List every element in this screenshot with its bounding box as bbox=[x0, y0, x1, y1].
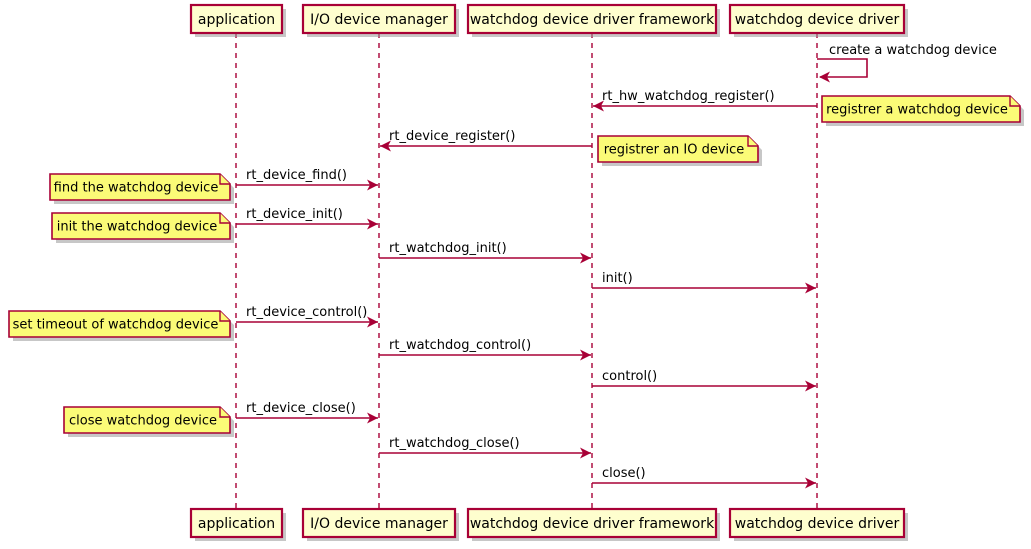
arrow-head-rt-watchdog-close bbox=[580, 447, 591, 459]
arrow-head-init bbox=[805, 282, 816, 294]
participant-box bbox=[466, 3, 718, 35]
arrow-head-close bbox=[805, 477, 816, 489]
note-fold-corner-icon bbox=[219, 407, 230, 418]
note-fold-corner-icon bbox=[1009, 96, 1020, 107]
note-set-timeout-watchdog-device-label: set timeout of watchdog device bbox=[13, 318, 219, 333]
arrow-head-rt-device-control bbox=[367, 316, 378, 328]
note-find-watchdog-device: find the watchdog device bbox=[49, 173, 234, 204]
header-watchdog-driver-label: watchdog device driver bbox=[735, 12, 900, 28]
message-rt-hw-watchdog-register[interactable]: rt_hw_watchdog_register() bbox=[593, 89, 817, 112]
participant-box bbox=[189, 507, 284, 539]
arrow-head-rt-device-find bbox=[367, 179, 378, 191]
message-rt-device-init[interactable]: rt_device_init() bbox=[236, 207, 378, 230]
participant-box bbox=[728, 507, 906, 539]
message-label-close: close() bbox=[602, 466, 646, 481]
message-label-rt-watchdog-init: rt_watchdog_init() bbox=[389, 241, 507, 256]
note-registrer-io-device: registrer an IO device bbox=[597, 135, 762, 166]
message-rt-device-find[interactable]: rt_device_find() bbox=[236, 168, 378, 191]
note-body bbox=[8, 310, 231, 338]
message-label-rt-hw-watchdog-register: rt_hw_watchdog_register() bbox=[602, 89, 775, 104]
note-find-watchdog-device-label: find the watchdog device bbox=[54, 181, 219, 196]
message-label-rt-device-control: rt_device_control() bbox=[246, 305, 367, 320]
note-fold-corner-icon bbox=[219, 213, 230, 224]
footer-application-label: application bbox=[198, 516, 275, 532]
footer-application[interactable]: application bbox=[189, 507, 286, 541]
note-close-watchdog-device-label: close watchdog device bbox=[69, 414, 217, 429]
participant-box bbox=[301, 3, 457, 35]
arrow-head-rt-device-close bbox=[367, 412, 378, 424]
message-rt-watchdog-init[interactable]: rt_watchdog_init() bbox=[379, 241, 591, 264]
note-registrer-io-device-label: registrer an IO device bbox=[604, 143, 745, 158]
note-set-timeout-watchdog-device: set timeout of watchdog device bbox=[8, 310, 234, 341]
message-line-create-watchdog-device bbox=[817, 58, 868, 78]
arrow-head-rt-watchdog-control bbox=[580, 349, 591, 361]
message-label-control: control() bbox=[602, 369, 657, 384]
header-application[interactable]: application bbox=[189, 3, 286, 37]
note-registrer-watchdog-device: registrer a watchdog device bbox=[821, 95, 1024, 126]
note-fold-corner-icon bbox=[747, 136, 758, 147]
note-init-watchdog-device-label: init the watchdog device bbox=[57, 220, 218, 235]
messages-group: create a watchdog device rt_hw_watchdog_r… bbox=[236, 43, 997, 489]
note-body bbox=[821, 95, 1021, 123]
arrow-head-rt-device-register bbox=[380, 140, 391, 152]
header-application-label: application bbox=[198, 12, 275, 28]
message-label-rt-device-close: rt_device_close() bbox=[246, 401, 356, 416]
arrow-head-create-watchdog-device bbox=[819, 71, 830, 83]
participant-box bbox=[301, 507, 457, 539]
lifelines-group bbox=[235, 33, 818, 509]
header-io-device-manager[interactable]: I/O device manager bbox=[301, 3, 459, 37]
arrow-head-rt-watchdog-init bbox=[580, 252, 591, 264]
note-body bbox=[49, 173, 231, 201]
message-rt-device-close[interactable]: rt_device_close() bbox=[236, 401, 378, 424]
header-io-device-manager-label: I/O device manager bbox=[310, 12, 448, 28]
participant-box bbox=[189, 3, 284, 35]
footer-watchdog-framework-label: watchdog device driver framework bbox=[470, 516, 715, 532]
note-body bbox=[51, 212, 231, 240]
notes-group: registrer a watchdog device registrer an … bbox=[8, 95, 1024, 437]
message-init[interactable]: init() bbox=[592, 271, 816, 294]
arrow-head-rt-device-init bbox=[367, 218, 378, 230]
message-control[interactable]: control() bbox=[592, 369, 816, 392]
footer-io-device-manager-label: I/O device manager bbox=[310, 516, 448, 532]
note-body bbox=[63, 406, 231, 434]
message-label-rt-device-init: rt_device_init() bbox=[246, 207, 343, 222]
note-init-watchdog-device: init the watchdog device bbox=[51, 212, 234, 243]
message-create-watchdog-device[interactable]: create a watchdog device bbox=[817, 43, 997, 83]
message-label-rt-watchdog-close: rt_watchdog_close() bbox=[389, 436, 520, 451]
message-rt-device-register[interactable]: rt_device_register() bbox=[380, 129, 592, 152]
message-label-create-watchdog-device: create a watchdog device bbox=[829, 43, 997, 58]
message-label-rt-device-find: rt_device_find() bbox=[246, 168, 347, 183]
header-watchdog-driver[interactable]: watchdog device driver bbox=[728, 3, 908, 37]
message-label-init: init() bbox=[602, 271, 633, 286]
note-registrer-watchdog-device-label: registrer a watchdog device bbox=[826, 103, 1008, 118]
header-watchdog-framework[interactable]: watchdog device driver framework bbox=[466, 3, 720, 37]
participant-box bbox=[466, 507, 718, 539]
footer-watchdog-driver-label: watchdog device driver bbox=[735, 516, 900, 532]
footer-watchdog-driver[interactable]: watchdog device driver bbox=[728, 507, 908, 541]
footer-watchdog-framework[interactable]: watchdog device driver framework bbox=[466, 507, 720, 541]
participant-box bbox=[728, 3, 906, 35]
note-fold-corner-icon bbox=[219, 311, 230, 322]
note-fold-corner-icon bbox=[219, 174, 230, 185]
message-label-rt-watchdog-control: rt_watchdog_control() bbox=[389, 338, 531, 353]
note-close-watchdog-device: close watchdog device bbox=[63, 406, 234, 437]
message-close[interactable]: close() bbox=[592, 466, 816, 489]
note-body bbox=[597, 135, 759, 163]
arrow-head-rt-hw-watchdog-register bbox=[593, 100, 604, 112]
message-label-rt-device-register: rt_device_register() bbox=[389, 129, 515, 144]
arrow-head-control bbox=[805, 380, 816, 392]
message-rt-watchdog-close[interactable]: rt_watchdog_close() bbox=[379, 436, 591, 459]
footer-io-device-manager[interactable]: I/O device manager bbox=[301, 507, 459, 541]
header-watchdog-framework-label: watchdog device driver framework bbox=[470, 12, 715, 28]
message-rt-watchdog-control[interactable]: rt_watchdog_control() bbox=[379, 338, 591, 361]
message-rt-device-control[interactable]: rt_device_control() bbox=[236, 305, 378, 328]
